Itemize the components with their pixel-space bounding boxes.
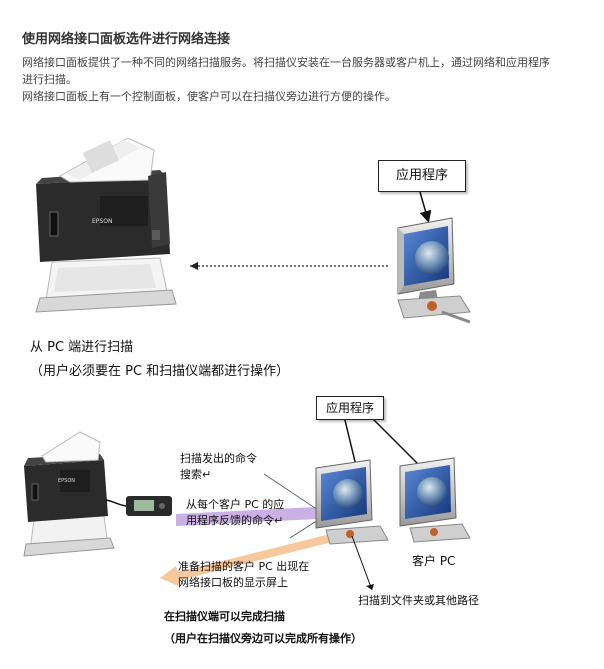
network-panel-illustration xyxy=(126,496,172,516)
orange-arrow xyxy=(160,534,332,586)
note-1-line-2: 搜索↵ xyxy=(180,468,212,481)
app-callout-1: 应用程序 xyxy=(378,160,466,192)
caption-1-line-1: 从 PC 端进行扫描 xyxy=(30,340,134,355)
scanner-1-illustration xyxy=(35,137,177,313)
monitor-1-illustration xyxy=(397,217,471,324)
monitor-2-illustration xyxy=(315,459,389,545)
note-3-line-1: 准备扫描的客户 PC 出现在 xyxy=(178,560,310,573)
scanner-2-illustration xyxy=(23,431,115,557)
caption-2-line-1: 在扫描仪端可以完成扫描 xyxy=(164,610,285,623)
page-title: 使用网络接口面板选件进行网络连接 xyxy=(22,32,231,47)
note-client-display: 准备扫描的客户 PC 出现在 网络接口板的显示屏上 xyxy=(178,558,309,590)
intro-line-3: 网络接口面板上有一个控制面板，使客户可以在扫描仪旁边进行方便的操作。 xyxy=(22,90,396,103)
note-3-line-2: 网络接口板的显示屏上 xyxy=(178,576,288,589)
intro-line-1: 网络接口面板提供了一种不同的网络扫描服务。将扫描仪安装在一台服务器或客户机上，通… xyxy=(22,56,550,69)
note-scan-command: 扫描发出的命令 搜索↵ xyxy=(180,450,257,482)
note-1-line-1: 扫描发出的命令 xyxy=(180,452,257,465)
note-2-line-2: 用程序反馈的命令↵ xyxy=(186,514,284,527)
scanner-1-brand: EPSON xyxy=(92,218,113,225)
monitor-3-illustration xyxy=(399,457,471,543)
destination-label: 扫描到文件夹或其他路径 xyxy=(358,594,479,607)
caption-1-line-2: （用户必须要在 PC 和扫描仪端都进行操作） xyxy=(30,364,290,379)
purple-arrow xyxy=(176,500,356,526)
intro-paragraph: 网络接口面板提供了一种不同的网络扫描服务。将扫描仪安装在一台服务器或客户机上，通… xyxy=(22,54,600,105)
caption-2-line-2: （用户在扫描仪旁边可以完成所有操作） xyxy=(164,632,362,645)
note-2-line-1: 从每个客户 PC 的应 xyxy=(186,498,285,511)
app-callout-2: 应用程序 xyxy=(316,396,384,420)
note-feedback-command: 从每个客户 PC 的应 用程序反馈的命令↵ xyxy=(186,496,284,528)
client-pc-label: 客户 PC xyxy=(412,554,456,568)
scanner-2-brand: EPSON xyxy=(58,478,76,484)
intro-line-2: 进行扫描。 xyxy=(22,73,77,86)
